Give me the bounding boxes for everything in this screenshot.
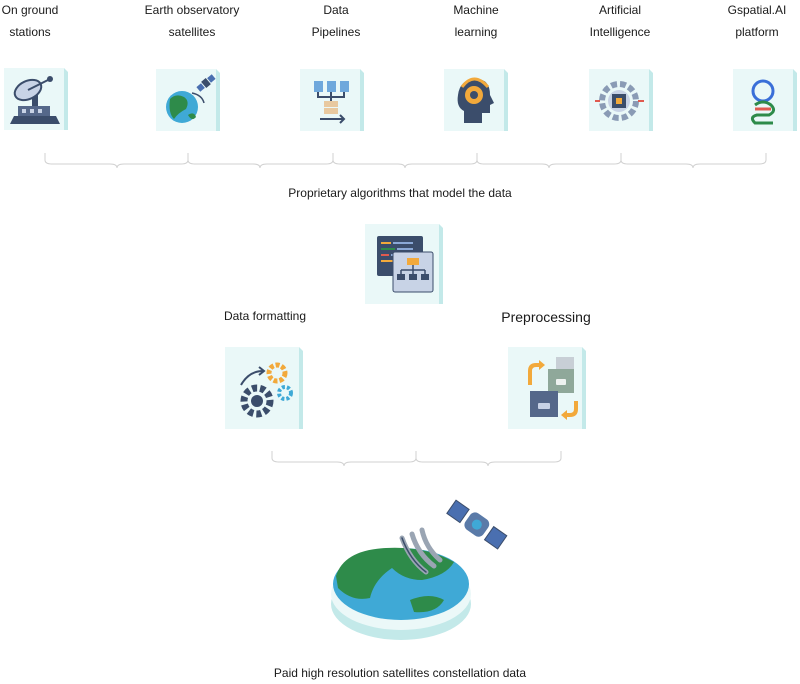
ai-chip-icon xyxy=(589,67,653,131)
preprocessing-files-icon xyxy=(508,345,586,429)
data-formatting-label: Data formatting xyxy=(223,309,307,323)
algorithms-label: Proprietary algorithms that model the da… xyxy=(288,186,512,200)
gspatial-logo-icon xyxy=(733,67,797,131)
satellite-earth-illustration xyxy=(326,484,516,644)
bottom-data-label: Paid high resolution satellites constell… xyxy=(273,666,527,680)
data-pipeline-icon xyxy=(300,67,364,131)
algorithm-flowchart-icon xyxy=(365,222,443,304)
earth-satellite-icon xyxy=(156,67,220,131)
ground-station-icon xyxy=(4,66,68,130)
preprocessing-label: Preprocessing xyxy=(501,309,591,325)
machine-learning-icon xyxy=(444,67,508,131)
data-formatting-gears-icon xyxy=(225,345,303,429)
